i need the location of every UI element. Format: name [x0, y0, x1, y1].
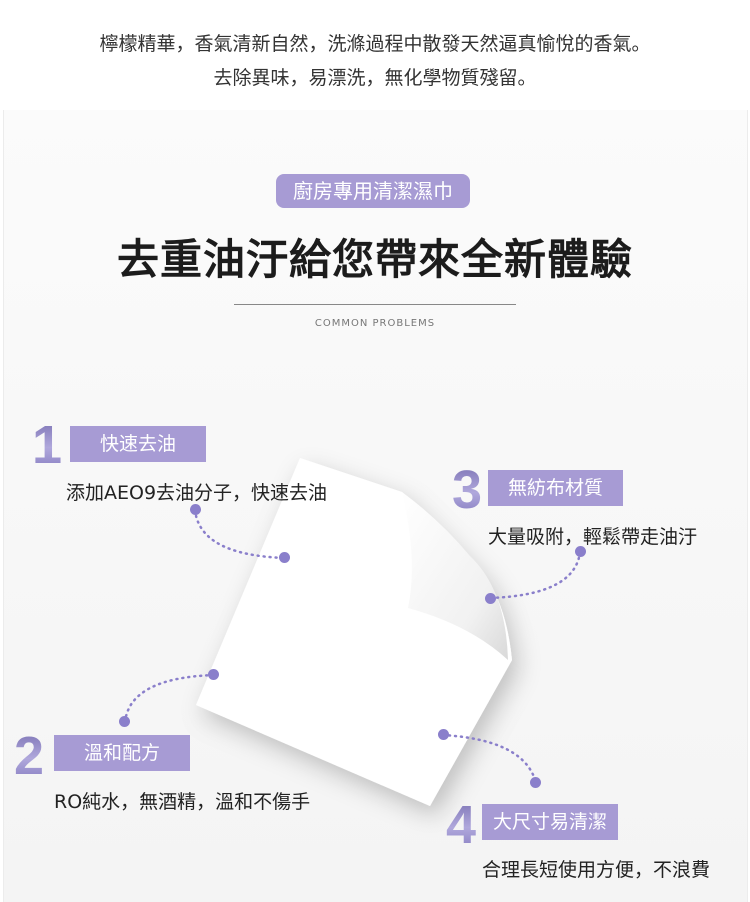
connector-dot — [119, 716, 130, 727]
connector-dot — [279, 552, 290, 563]
page-title: 去重油汙給您帶來全新體驗 — [116, 235, 633, 284]
feature-title-4: 大尺寸易清潔 — [482, 804, 618, 840]
feature-title-3: 無紡布材質 — [488, 470, 623, 506]
feature-desc-4: 合理長短使用方便，不浪費 — [482, 859, 711, 881]
feature-number-2: 2 — [14, 726, 45, 786]
category-tag: 廚房專用清潔濕巾 — [276, 174, 470, 208]
connector-dot — [190, 504, 201, 515]
connector-dot — [438, 729, 449, 740]
feature-title-2: 溫和配方 — [54, 735, 190, 771]
intro-text: 檸檬精華，香氣清新自然，洗滌過程中散發天然逼真愉悅的香氣。 去除異味，易漂洗，無… — [0, 0, 750, 95]
feature-desc-1: 添加AEO9去油分子，快速去油 — [66, 482, 328, 504]
connector-dot — [208, 669, 219, 680]
intro-line-2: 去除異味，易漂洗，無化學物質殘留。 — [213, 67, 537, 89]
connector-dot — [575, 546, 586, 557]
section-subtitle: COMMON PROBLEMS — [314, 318, 436, 329]
feature-number-4: 4 — [446, 795, 477, 855]
connector-dot — [530, 777, 541, 788]
feature-number-1: 1 — [32, 415, 63, 475]
feature-number-3: 3 — [452, 460, 483, 520]
feature-title-1: 快速去油 — [70, 426, 206, 462]
feature-desc-2: RO純水，無酒精，溫和不傷手 — [54, 791, 311, 813]
feature-desc-3: 大量吸附，輕鬆帶走油汙 — [488, 526, 698, 548]
connector-dot — [485, 593, 496, 604]
title-divider — [234, 304, 516, 305]
intro-line-1: 檸檬精華，香氣清新自然，洗滌過程中散發天然逼真愉悅的香氣。 — [99, 33, 651, 55]
